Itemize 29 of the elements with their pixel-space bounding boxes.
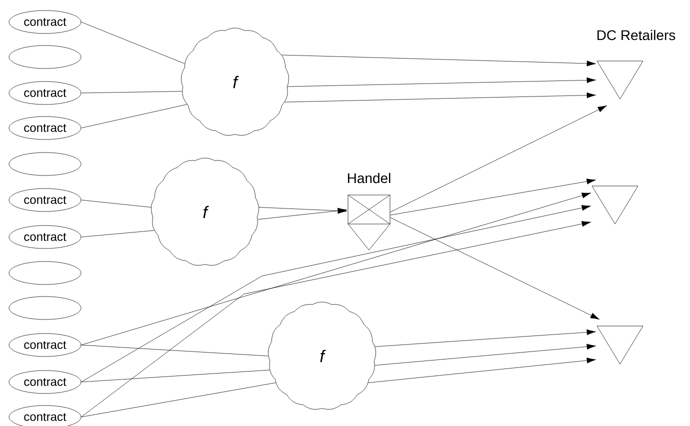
connector-line — [81, 344, 268, 356]
arrow — [287, 77, 596, 87]
heading-label: DC Retailers — [597, 30, 676, 40]
connector-line — [81, 230, 154, 238]
arrow — [81, 192, 592, 346]
connector-line — [81, 200, 152, 208]
arrow — [374, 329, 596, 347]
retailer-triangle — [596, 326, 644, 364]
arrow — [81, 205, 591, 382]
contract-ellipse — [8, 152, 82, 176]
connector-line — [81, 370, 270, 382]
arrow — [390, 105, 607, 212]
arrow — [284, 92, 596, 102]
contract-ellipse — [8, 261, 82, 285]
arrow — [390, 217, 600, 320]
retailer-triangle — [592, 186, 638, 224]
connector-line — [81, 382, 276, 418]
arrow — [282, 54, 596, 66]
arrow — [258, 208, 347, 220]
arrow — [374, 344, 596, 366]
connector-line — [81, 22, 185, 64]
connector-line — [81, 104, 188, 128]
contract-ellipse — [8, 45, 82, 69]
arrow — [368, 358, 596, 383]
connector-line — [81, 91, 182, 94]
arrow — [390, 178, 596, 216]
arrow — [81, 221, 591, 418]
retailer-triangle — [596, 60, 644, 100]
contract-ellipse — [8, 296, 82, 320]
